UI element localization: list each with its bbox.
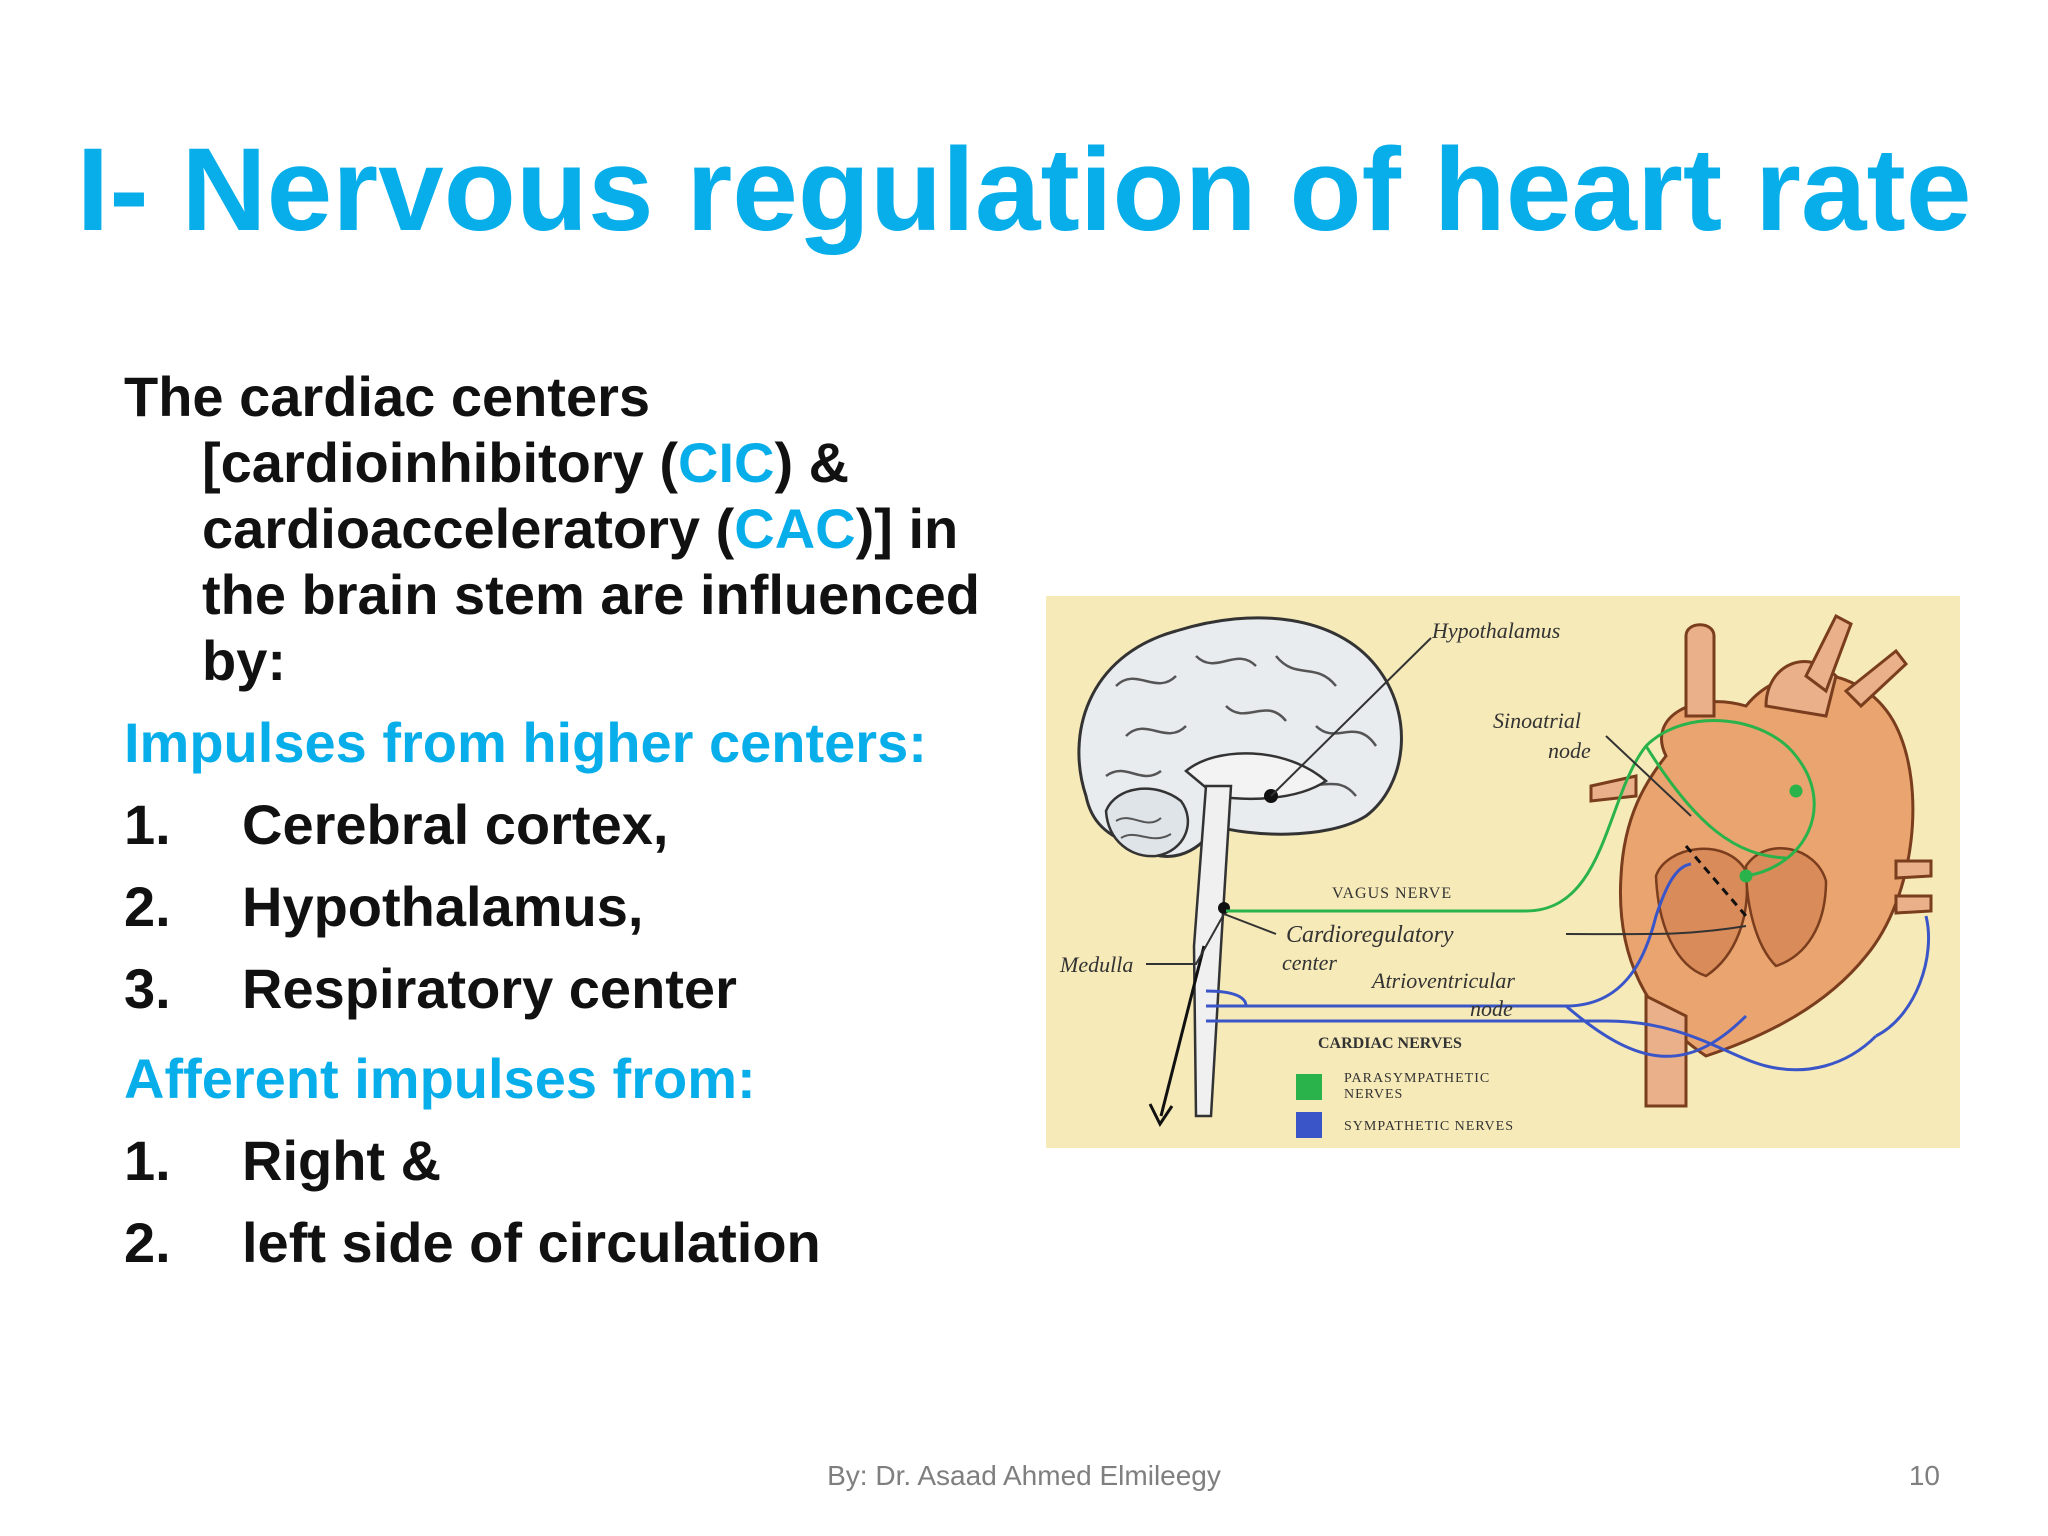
list-number: 1. <box>124 793 171 856</box>
list-text: Right & <box>242 1129 442 1192</box>
slide-body: The cardiac centers [cardioinhibitory (C… <box>124 364 1024 1284</box>
list-number: 1. <box>124 1129 171 1192</box>
label-atrioventricular-node: node <box>1470 996 1513 1021</box>
intro-text-1: The cardiac centers [cardioinhibitory ( <box>124 365 678 494</box>
medulla-pointer <box>1146 913 1225 965</box>
list-number: 2. <box>124 1211 171 1274</box>
spinal-arrow <box>1159 945 1206 1117</box>
section-heading-afferent: Afferent impulses from: <box>124 1047 756 1110</box>
intro-text-2: ) & cardioacceleratory ( <box>202 431 850 560</box>
label-sinoatrial-node: node <box>1548 738 1591 763</box>
parasympathetic-pathways <box>1226 719 1816 913</box>
legend-swatch-sympathetic <box>1296 1112 1322 1138</box>
list-number: 2. <box>124 875 171 938</box>
label-sinoatrial: Sinoatrial <box>1493 708 1581 733</box>
legend-parasympathetic-nerves: NERVES <box>1344 1087 1403 1102</box>
list-text: left side of circulation <box>242 1211 821 1274</box>
spinal-arrow-head <box>1148 1103 1174 1127</box>
section-heading-higher-centers: Impulses from higher centers: <box>124 711 927 774</box>
label-hypothalamus: Hypothalamus <box>1431 618 1560 643</box>
brain-illustration <box>1077 616 1432 1118</box>
list-item: 1. Cerebral cortex, <box>124 784 1024 866</box>
slide-title: I- Nervous regulation of heart rate <box>76 124 1972 256</box>
list-item: 2. Hypothalamus, <box>124 866 1024 948</box>
list-item: 2. left side of circulation <box>124 1202 1024 1284</box>
intro-paragraph: The cardiac centers [cardioinhibitory (C… <box>124 364 1024 694</box>
label-cardiac-nerves: CARDIAC NERVES <box>1318 1035 1462 1052</box>
conduction-arrow <box>1684 845 1748 917</box>
list-item: 3. Respiratory center <box>124 948 1024 1030</box>
heart-illustration <box>1589 613 1933 1108</box>
legend-swatch-parasympathetic <box>1296 1074 1322 1100</box>
intro-text-3: )] in the brain stem are influenced by: <box>202 497 980 692</box>
label-atrioventricular: Atrioventricular <box>1370 968 1515 993</box>
label-vagus-nerve: VAGUS NERVE <box>1332 885 1452 902</box>
list-text: Respiratory center <box>242 957 737 1020</box>
label-cardioregulatory-center: center <box>1282 950 1337 975</box>
page-number: 10 <box>1908 1460 1940 1491</box>
list-number: 3. <box>124 957 171 1020</box>
av-node-pointer <box>1565 925 1747 936</box>
list-text: Hypothalamus, <box>242 875 644 938</box>
label-cardioregulatory: Cardioregulatory <box>1286 922 1454 948</box>
list-text: Cerebral cortex, <box>242 793 669 856</box>
legend-parasympathetic: PARASYMPATHETIC <box>1344 1071 1490 1086</box>
cic-abbrev: CIC <box>678 431 775 494</box>
cac-abbrev: CAC <box>734 497 856 560</box>
sa-node-pointer <box>1605 735 1692 817</box>
sympathetic-pathways <box>1205 862 1931 1072</box>
heart-regulation-diagram: Hypothalamus Sinoatrial node VAGUS NERVE… <box>1046 596 1960 1148</box>
cardioreg-pointer <box>1223 913 1277 935</box>
footer-author: By: Dr. Asaad Ahmed Elmileegy <box>827 1460 1221 1491</box>
list-item: 1. Right & <box>124 1120 1024 1202</box>
legend-sympathetic: SYMPATHETIC NERVES <box>1344 1119 1514 1134</box>
label-medulla: Medulla <box>1059 952 1133 977</box>
